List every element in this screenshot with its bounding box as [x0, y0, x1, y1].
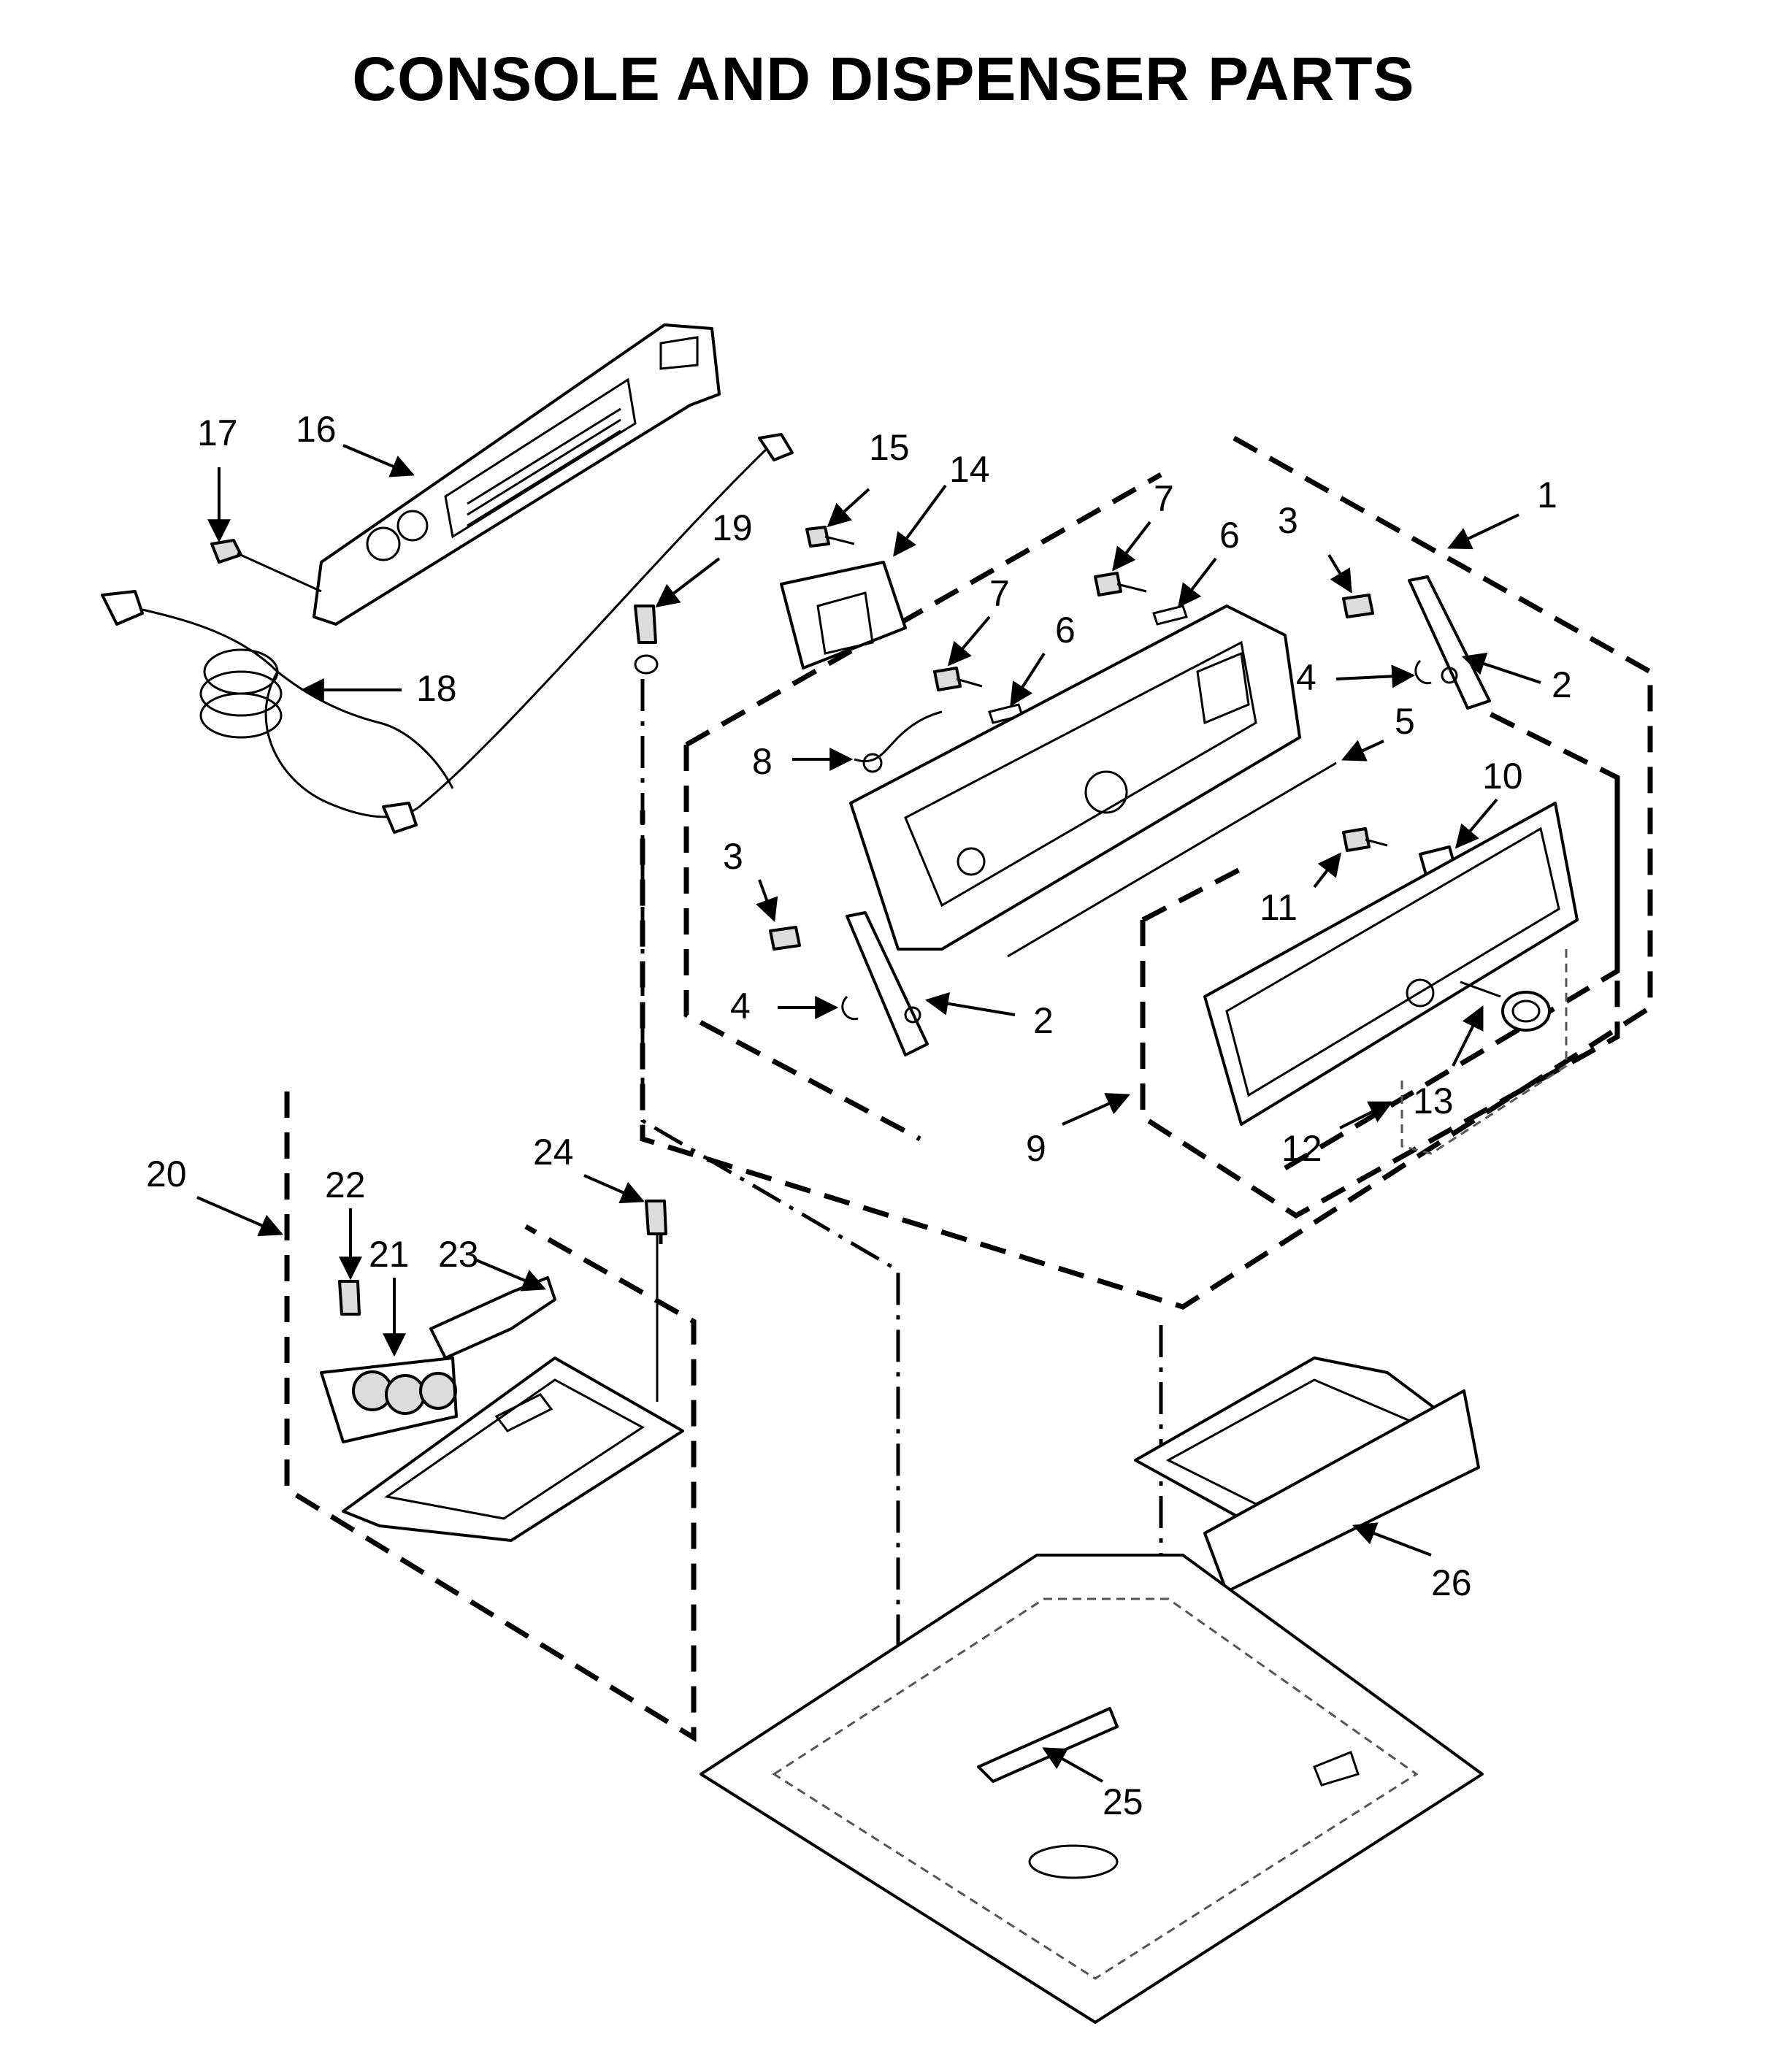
vent-slots — [467, 407, 621, 527]
part-7-screw-lower — [933, 667, 983, 691]
part-4-right-clip — [1414, 659, 1432, 685]
callout-15: 15 — [869, 427, 910, 468]
callout-9: 9 — [1026, 1128, 1046, 1169]
callout-17: 17 — [197, 413, 238, 453]
part-17-screw — [210, 539, 322, 593]
callout-23: 23 — [438, 1234, 479, 1275]
callout-3-left: 3 — [723, 836, 743, 877]
part-16-console-back — [313, 323, 721, 626]
part-11-screw — [1342, 827, 1388, 852]
callout-2-right: 2 — [1552, 664, 1572, 705]
part-25-guide — [977, 1707, 1119, 1783]
callout-21: 21 — [369, 1234, 410, 1275]
part-3-left-screw — [769, 926, 801, 951]
part-13-knob — [1460, 981, 1551, 1032]
callout-4-left: 4 — [730, 986, 751, 1027]
part-20-inlet-tray — [342, 1357, 684, 1542]
part-2-left-bracket — [846, 911, 929, 1056]
group-inner-outline — [683, 472, 1620, 1171]
part-6-clip-upper — [1152, 605, 1188, 626]
callout-14: 14 — [949, 449, 990, 490]
leader-arrows — [196, 444, 1541, 1783]
callout-1: 1 — [1537, 475, 1557, 515]
callout-24: 24 — [533, 1132, 574, 1173]
callout-6-lower: 6 — [1055, 610, 1076, 651]
callout-11: 11 — [1260, 887, 1298, 928]
part-4-left-clip — [841, 995, 859, 1021]
washer-top — [699, 1554, 1484, 2024]
callout-25: 25 — [1103, 1781, 1143, 1822]
callout-19: 19 — [712, 507, 753, 548]
callout-2-left: 2 — [1033, 1000, 1054, 1041]
callout-labels: 1 2 2 3 3 4 4 5 6 6 7 7 8 9 10 11 12 13 … — [146, 409, 1572, 1822]
callout-12: 12 — [1281, 1128, 1322, 1169]
callout-8: 8 — [752, 741, 773, 782]
callout-16: 16 — [296, 409, 337, 450]
part-2-right-bracket — [1408, 575, 1491, 710]
callout-7-upper: 7 — [1154, 478, 1174, 519]
part-15-screw — [805, 526, 855, 548]
callout-22: 22 — [325, 1164, 366, 1205]
callout-13: 13 — [1413, 1081, 1454, 1121]
part-22-screw — [338, 1280, 361, 1316]
page-title: CONSOLE AND DISPENSER PARTS — [352, 45, 1415, 113]
callout-18: 18 — [416, 668, 457, 709]
part-12-front-panel — [1203, 802, 1579, 1126]
callout-20: 20 — [146, 1154, 187, 1194]
group-20-outline — [284, 1091, 697, 1743]
callout-4-right: 4 — [1296, 657, 1316, 698]
part-21-valve — [320, 1357, 458, 1443]
callout-5: 5 — [1395, 701, 1415, 742]
part-26-dispenser — [1134, 1357, 1480, 1593]
part-23-bracket — [429, 1276, 556, 1359]
group-9-outline — [1140, 778, 1620, 1219]
part-14-control-board — [780, 561, 907, 669]
callout-7-lower: 7 — [989, 573, 1010, 614]
part-5-rod — [1007, 761, 1337, 958]
part-19-screw — [634, 605, 659, 675]
part-24-screw — [645, 1200, 667, 1402]
callout-26: 26 — [1431, 1562, 1472, 1603]
part-3-right-screw — [1342, 594, 1374, 618]
console-frame — [849, 605, 1301, 951]
callout-10: 10 — [1482, 756, 1523, 797]
callout-3-right: 3 — [1278, 500, 1298, 541]
part-7-screw-upper — [1094, 572, 1147, 596]
part-8-harness — [854, 710, 943, 773]
callout-6-upper: 6 — [1219, 515, 1240, 556]
